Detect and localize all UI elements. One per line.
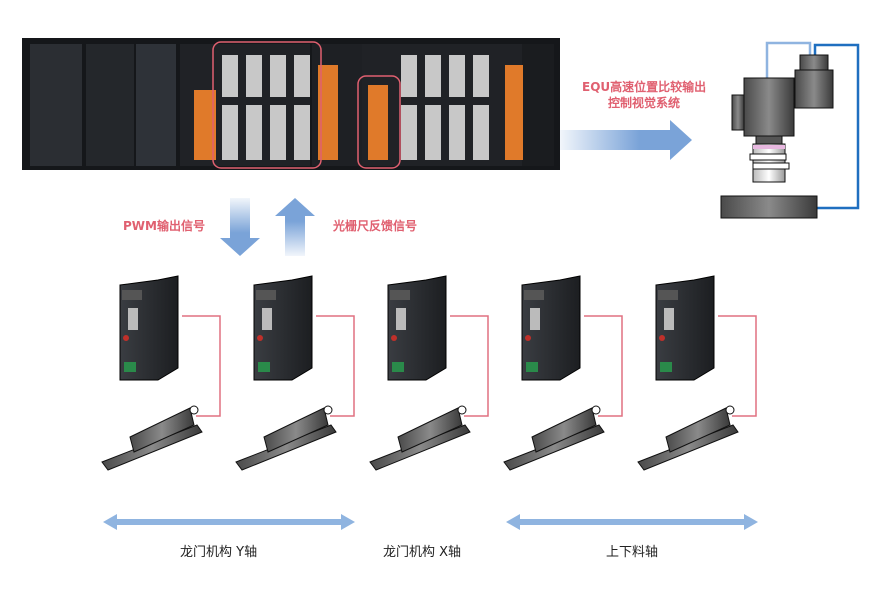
axis-range-arrows [103, 514, 758, 530]
linear-stage-slider [397, 407, 463, 453]
drive-connector [392, 362, 404, 372]
axis-label-gantry-y: 龙门机构 Y轴 [180, 545, 258, 560]
equ-label-line2: 控制视觉系统 [608, 96, 681, 110]
gantry-y-range-arrow [103, 514, 355, 530]
drive-indicator [391, 335, 397, 341]
servo-drive [253, 275, 313, 381]
plc-rack [22, 38, 560, 170]
ethernet-port [530, 308, 540, 330]
encoder-cable [718, 315, 757, 417]
scale-head [323, 405, 333, 415]
drive-display [524, 290, 544, 300]
ethernet-port [664, 308, 674, 330]
servo-units [101, 275, 757, 471]
servo-drive [521, 275, 581, 381]
drive-indicator [257, 335, 263, 341]
scale-head [189, 405, 199, 415]
drive-connector [660, 362, 672, 372]
linear-stage-slider [129, 407, 195, 453]
servo-drive [119, 275, 179, 381]
drive-indicator [659, 335, 665, 341]
servo-drive [387, 275, 447, 381]
encoder-cable [450, 315, 489, 417]
linear-stage-slider [531, 407, 597, 453]
axis-label-loading: 上下料轴 [606, 545, 659, 560]
encoder-cable [316, 315, 355, 417]
feedback-label: 光栅尺反馈信号 [333, 219, 418, 233]
drive-display [122, 290, 142, 300]
drive-display [658, 290, 678, 300]
scale-head [457, 405, 467, 415]
encoder-cable [182, 315, 221, 417]
pwm-arrow-down [220, 198, 260, 256]
drive-indicator [123, 335, 129, 341]
axis-label-gantry-x: 龙门机构 X轴 [383, 545, 462, 560]
servo-drive [655, 275, 715, 381]
terminal-blocks [194, 65, 523, 160]
ethernet-port [262, 308, 272, 330]
pwm-label: PWM输出信号 [123, 219, 205, 233]
drive-display [390, 290, 410, 300]
scale-head [591, 405, 601, 415]
scale-head [725, 405, 735, 415]
ethernet-port [128, 308, 138, 330]
drive-connector [526, 362, 538, 372]
linear-stage-slider [665, 407, 731, 453]
camera-system [720, 41, 860, 219]
feedback-arrow-up [275, 198, 315, 256]
drive-connector [258, 362, 270, 372]
equ-arrow-right [560, 120, 692, 160]
drive-indicator [525, 335, 531, 341]
drive-connector [124, 362, 136, 372]
highlight-axis-modules [212, 41, 322, 169]
loading-axis-range-arrow [506, 514, 758, 530]
drive-display [256, 290, 276, 300]
highlight-io-module [357, 75, 401, 169]
db-connectors [222, 55, 489, 160]
ethernet-port [396, 308, 406, 330]
equ-label-line1: EQU高速位置比较输出 [582, 80, 707, 94]
linear-stage-slider [263, 407, 329, 453]
encoder-cable [584, 315, 623, 417]
